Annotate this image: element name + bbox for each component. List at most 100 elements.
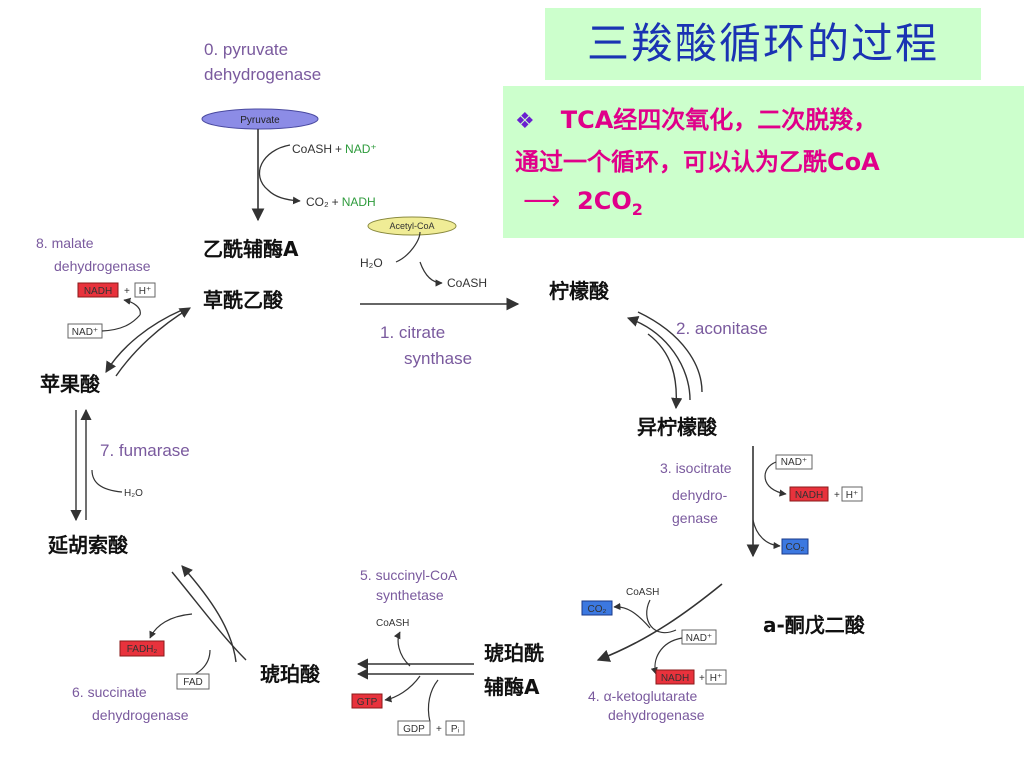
metabolite-citrate: 柠檬酸 bbox=[549, 279, 610, 303]
step0-side-arrow bbox=[258, 144, 301, 205]
metabolite-acetyl-coa: 乙酰辅酶A bbox=[203, 237, 299, 261]
step0-coash: CoASH+NAD⁺ bbox=[292, 142, 377, 156]
metabolite-succinyl-coa-2: 辅酶A bbox=[484, 675, 540, 699]
step2-forward-line bbox=[637, 311, 703, 393]
step2-reverse-arrow bbox=[626, 316, 691, 401]
step4-nad: NAD⁺ bbox=[686, 633, 712, 644]
enzyme-4-label-2: dehydrogenase bbox=[608, 707, 705, 723]
step8-nadh: NADH bbox=[84, 286, 112, 297]
slide-title: 三羧酸循环的过程 bbox=[586, 19, 939, 68]
enzyme-5-label-1: 5. succinyl-CoA bbox=[360, 567, 458, 583]
step4-co2: CO₂ bbox=[588, 604, 607, 615]
step1-coash: CoASH bbox=[447, 276, 487, 290]
step5-coash-curve bbox=[393, 631, 411, 667]
step3-co2-box bbox=[781, 538, 809, 555]
step6-fad: FAD bbox=[183, 677, 202, 688]
step4-nadh-box bbox=[655, 669, 695, 685]
formula-text: 2CO bbox=[577, 187, 632, 215]
formula-subscript: 2 bbox=[631, 199, 643, 219]
long-arrow-icon: ⟶ bbox=[523, 186, 561, 216]
step3-h-box bbox=[841, 486, 863, 502]
enzyme-6-label-2: dehydrogenase bbox=[92, 707, 189, 723]
step4-coash: CoASH bbox=[626, 587, 659, 598]
step1-coash-curve bbox=[419, 261, 443, 287]
step1-h2o-curve bbox=[395, 231, 421, 263]
enzyme-4-label: 4. α-ketoglutarate bbox=[588, 688, 697, 704]
step8-nad: NAD⁺ bbox=[72, 327, 98, 338]
step4-co2-box bbox=[581, 600, 613, 616]
step3-h: H⁺ bbox=[846, 490, 859, 501]
step8-reverse-arrow bbox=[115, 307, 191, 377]
step4-nad-box bbox=[681, 629, 717, 645]
step8-nadh-box bbox=[77, 282, 119, 298]
step4-nad-curve bbox=[650, 637, 683, 675]
step8-h-box bbox=[134, 282, 156, 298]
diamond-bullet-icon: ❖ bbox=[515, 109, 535, 134]
enzyme-1-label-2: synthase bbox=[404, 349, 472, 368]
step5-pi: Pᵢ bbox=[451, 724, 460, 735]
enzyme-8-label-2: dehydrogenase bbox=[54, 258, 151, 274]
enzyme-6-label-1: 6. succinate bbox=[72, 684, 147, 700]
step3-nadh-box bbox=[789, 486, 829, 502]
metabolite-malate: 苹果酸 bbox=[40, 372, 101, 396]
metabolite-succinate: 琥珀酸 bbox=[260, 662, 321, 686]
enzyme-2-label: 2. aconitase bbox=[676, 319, 768, 338]
note-line-1: ❖ TCA经四次氧化，二次脱羧， bbox=[515, 100, 877, 135]
step4-nadh: NADH bbox=[661, 673, 689, 684]
step5-gtp-curve bbox=[384, 675, 421, 703]
step5-coash: CoASH bbox=[376, 618, 409, 629]
step4-coash-curve bbox=[646, 599, 677, 634]
step4-co2-curve bbox=[613, 602, 651, 629]
step6-fadh2-box bbox=[119, 640, 165, 657]
step3-nad-curve bbox=[764, 461, 787, 497]
step5-gdp: GDP bbox=[403, 724, 425, 735]
enzyme-0-label-2: dehydrogenase bbox=[204, 65, 321, 84]
metabolite-a-ketoglutarate: a-酮戊二酸 bbox=[763, 613, 866, 637]
step8-h: H⁺ bbox=[139, 286, 152, 297]
title-box: 三羧酸循环的过程 bbox=[545, 8, 981, 80]
enzyme-7-label: 7. fumarase bbox=[100, 441, 190, 460]
step6-reverse-arrow bbox=[181, 565, 237, 663]
step3-nadh: NADH bbox=[795, 490, 823, 501]
step3-plus: + bbox=[834, 490, 840, 501]
step8-nad-curve bbox=[101, 314, 141, 332]
acetyl-coa-pill-label: Acetyl-CoA bbox=[389, 221, 434, 231]
metabolite-oxaloacetate: 草酰乙酸 bbox=[203, 288, 284, 312]
note-line-2: 通过一个循环，可以认为乙酰CoA bbox=[515, 148, 880, 176]
step2-forward-arrow bbox=[647, 333, 683, 410]
step6-fadh2-curve bbox=[149, 613, 193, 639]
metabolite-isocitrate: 异柠檬酸 bbox=[637, 415, 718, 439]
step5-plus: + bbox=[436, 724, 442, 735]
enzyme-5-label-2: synthetase bbox=[376, 587, 444, 603]
pyruvate-pill bbox=[201, 108, 319, 130]
step7-h2o: H₂O bbox=[124, 488, 143, 499]
enzyme-3-label-2: dehydro- bbox=[672, 487, 728, 503]
enzyme-8-label-1: 8. malate bbox=[36, 235, 94, 251]
step3-nad: NAD⁺ bbox=[781, 457, 807, 468]
step4-h-box bbox=[705, 669, 727, 685]
step0-products: CO₂+NADH bbox=[306, 195, 376, 209]
step4-h: H⁺ bbox=[710, 673, 723, 684]
step5-gdp-box bbox=[397, 720, 431, 736]
step6-forward-line bbox=[171, 571, 247, 661]
enzyme-1-label-1: 1. citrate bbox=[380, 323, 445, 342]
step5-gdp-curve bbox=[427, 679, 439, 723]
step5-gtp: GTP bbox=[357, 697, 378, 708]
enzyme-3-label-1: 3. isocitrate bbox=[660, 460, 732, 476]
step4-plus: + bbox=[699, 673, 705, 684]
enzyme-3-label-3: genase bbox=[672, 510, 718, 526]
pyruvate-label: Pyruvate bbox=[240, 115, 280, 126]
note-text-1: TCA经四次氧化，二次脱羧， bbox=[560, 106, 878, 134]
step3-co2-curve bbox=[752, 519, 781, 550]
step5-pi-box bbox=[445, 720, 465, 736]
step7-h2o-curve bbox=[91, 469, 123, 493]
acetyl-coa-pill bbox=[367, 216, 457, 236]
step4-main-arrow bbox=[596, 583, 723, 662]
metabolite-fumarate: 延胡索酸 bbox=[47, 533, 129, 557]
step5-gtp-box bbox=[351, 693, 383, 709]
step6-fad-box bbox=[176, 673, 210, 690]
step8-forward-arrow bbox=[105, 309, 183, 373]
enzyme-0-label-1: 0. pyruvate bbox=[204, 40, 288, 59]
